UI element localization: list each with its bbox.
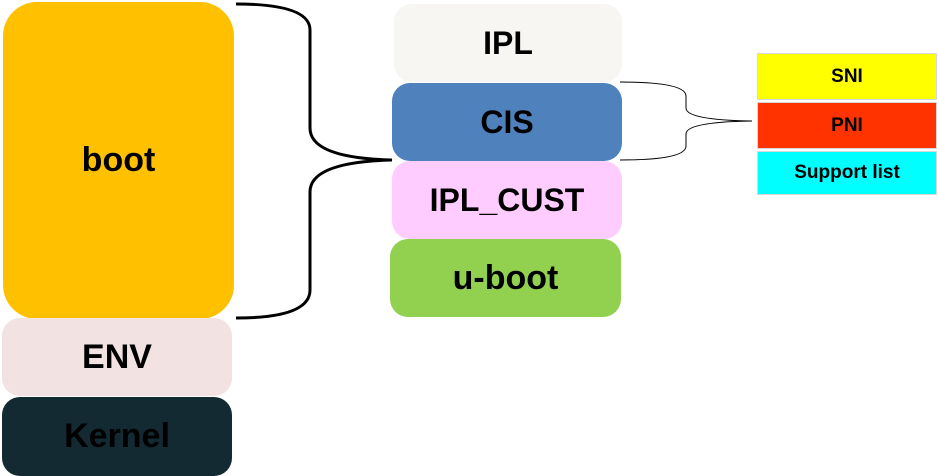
- boot-block: boot: [3, 2, 234, 319]
- ipl-cust-block: IPL_CUST: [392, 161, 622, 239]
- u-boot-label: u-boot: [452, 258, 559, 297]
- env-block: ENV: [2, 318, 232, 396]
- ipl-cust-label: IPL_CUST: [429, 181, 585, 218]
- cis-block: CIS: [392, 83, 622, 161]
- pni-block: PNI: [757, 102, 937, 149]
- sni-block: SNI: [757, 53, 937, 100]
- cis-expansion-brace: [619, 81, 753, 161]
- support-list-block: Support list: [757, 151, 937, 195]
- cis-label: CIS: [480, 103, 534, 140]
- boot-expansion-brace: [235, 2, 393, 320]
- kernel-label: Kernel: [64, 417, 170, 455]
- env-label: ENV: [82, 337, 152, 376]
- kernel-block: Kernel: [2, 397, 232, 476]
- ipl-label: IPL: [483, 24, 533, 61]
- pni-label: PNI: [831, 114, 863, 136]
- boot-label: boot: [81, 141, 156, 179]
- u-boot-block: u-boot: [390, 239, 621, 317]
- ipl-block: IPL: [394, 4, 622, 82]
- support-list-label: Support list: [794, 162, 900, 183]
- sni-label: SNI: [831, 65, 863, 87]
